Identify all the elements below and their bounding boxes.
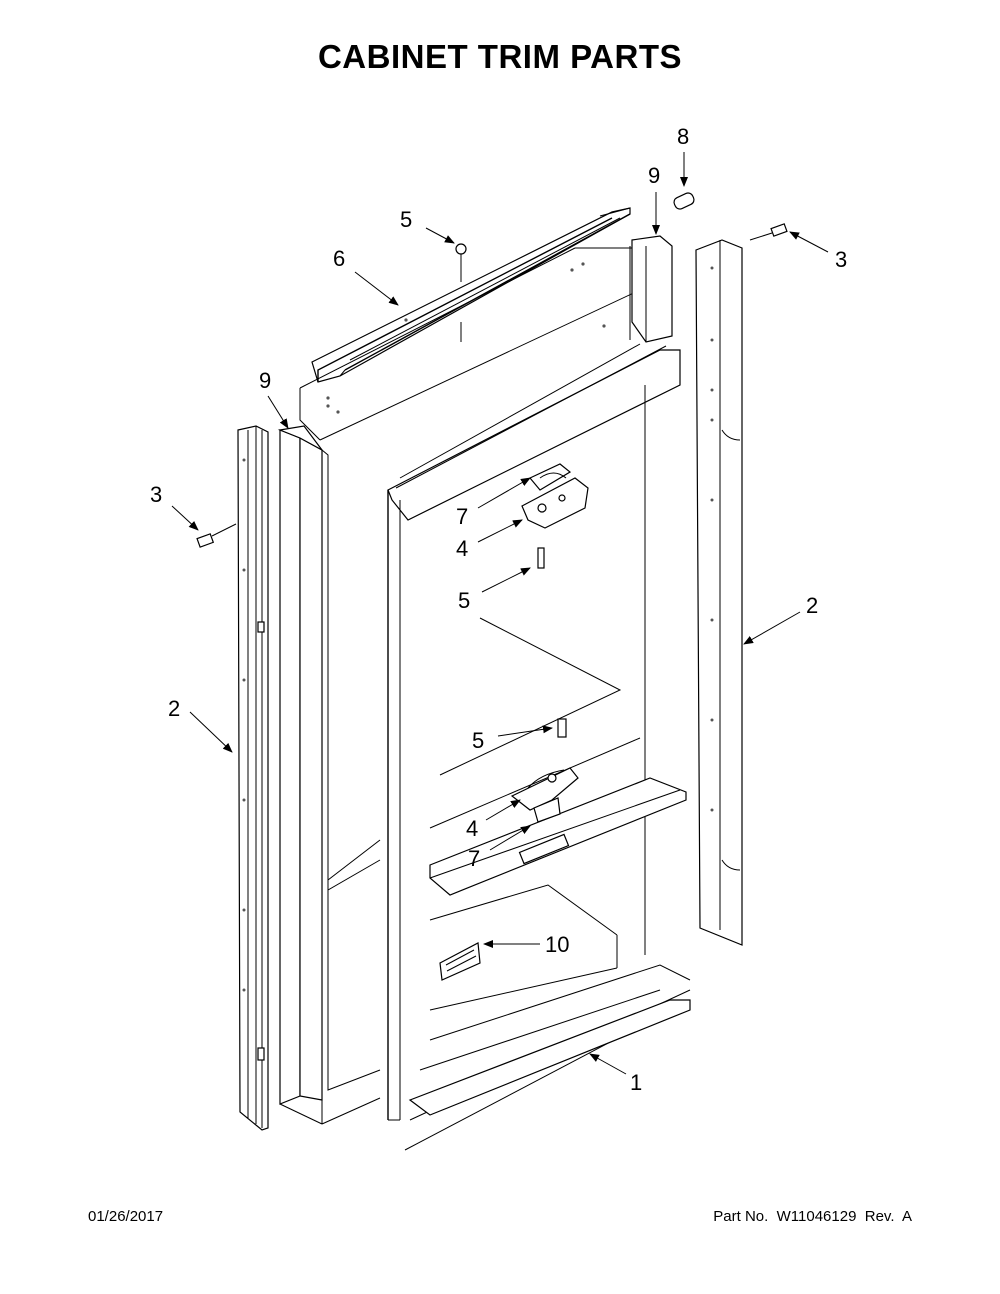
callout-7-upper: 7 [456,504,468,529]
callout-4-lower: 4 [466,816,478,841]
callout-9-left: 9 [259,368,271,393]
plug-part [673,192,695,210]
callout-5-middle: 5 [472,728,484,753]
upper-shelf-lines [429,617,641,829]
left-foam-strip [277,425,323,1125]
callout-6: 6 [333,246,345,271]
callout-5-top: 5 [400,207,412,232]
callout-7-lower: 7 [468,846,480,871]
screw-right [749,223,788,241]
screw-upper [537,547,545,569]
bottom-trim [408,999,691,1116]
door-frame [387,246,681,1121]
top-trim-bracket [311,207,631,383]
label-plate [439,942,481,981]
left-side-trim [237,425,269,1131]
screw-left [196,523,237,548]
leader-lines [171,152,829,1075]
callout-2-right: 2 [806,593,818,618]
callout-8: 8 [677,124,689,149]
cabinet-top-surface [299,247,641,441]
callout-4-upper: 4 [456,536,468,561]
middle-rail [429,777,687,896]
page-title: CABINET TRIM PARTS [317,38,683,75]
screw-middle [557,718,567,738]
upper-hinge [521,463,589,529]
callout-2-left: 2 [168,696,180,721]
callout-3-left: 3 [150,482,162,507]
callout-labels: 5 6 8 9 3 9 3 7 4 5 2 2 5 4 7 10 1 [150,124,847,1095]
callout-9-right: 9 [648,163,660,188]
callout-5-middle-upper: 5 [458,588,470,613]
callout-3-right: 3 [835,247,847,272]
callout-1: 1 [630,1070,642,1095]
left-cabinet-wall [321,449,381,1125]
right-foam-strip [631,235,673,343]
part-number: Part No. W11046129 Rev. A [713,1208,912,1225]
screw-top [455,243,467,342]
callout-10: 10 [545,932,569,957]
right-side-trim [695,239,743,946]
lower-hinge [510,767,579,823]
publication-date: 01/26/2017 [88,1208,164,1225]
